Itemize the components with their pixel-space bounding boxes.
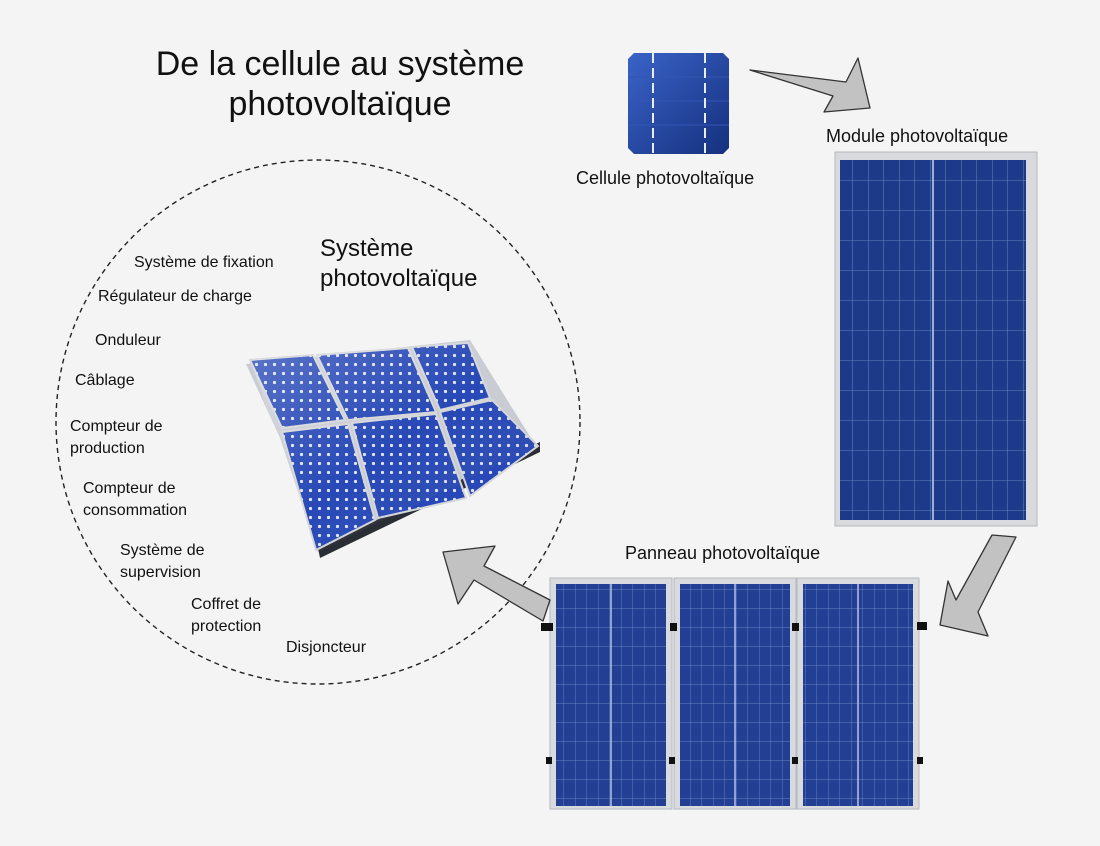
system-label-line-2: photovoltaïque	[320, 265, 478, 292]
component-production-meter: Compteur de production	[70, 418, 163, 457]
solar-cell-image	[628, 53, 729, 154]
component-inverter: Onduleur	[95, 332, 161, 349]
component-supervision-system: Système de supervision	[120, 542, 205, 581]
solar-module-image	[834, 151, 1038, 527]
component-protection-box: Coffret de protection	[191, 596, 262, 635]
component-circuit-breaker: Disjoncteur	[286, 639, 367, 656]
page-title: De la cellule au système photovoltaïque	[110, 44, 570, 124]
pv-system-image	[246, 340, 540, 558]
component-consumption-meter: Compteur de consommation	[83, 480, 188, 519]
solar-panel-array-image	[541, 577, 927, 810]
arrow-panel-to-system	[442, 545, 551, 622]
cell-label: Cellule photovoltaïque	[576, 168, 755, 188]
arrow-module-to-panel	[939, 534, 1017, 637]
title-line-1: De la cellule au système	[155, 45, 525, 83]
component-charge-regulator: Régulateur de charge	[98, 288, 252, 305]
module-label: Module photovoltaïque	[826, 126, 1009, 146]
component-cabling: Câblage	[75, 372, 135, 389]
system-label-line-1: Système	[320, 235, 414, 262]
panel-label: Panneau photovoltaïque	[625, 543, 821, 563]
arrow-cell-to-module	[749, 57, 871, 113]
system-label: Système photovoltaïque	[320, 234, 477, 294]
title-line-2: photovoltaïque	[228, 85, 452, 123]
system-boundary-circle	[55, 159, 581, 685]
component-mounting-system: Système de fixation	[134, 254, 274, 271]
